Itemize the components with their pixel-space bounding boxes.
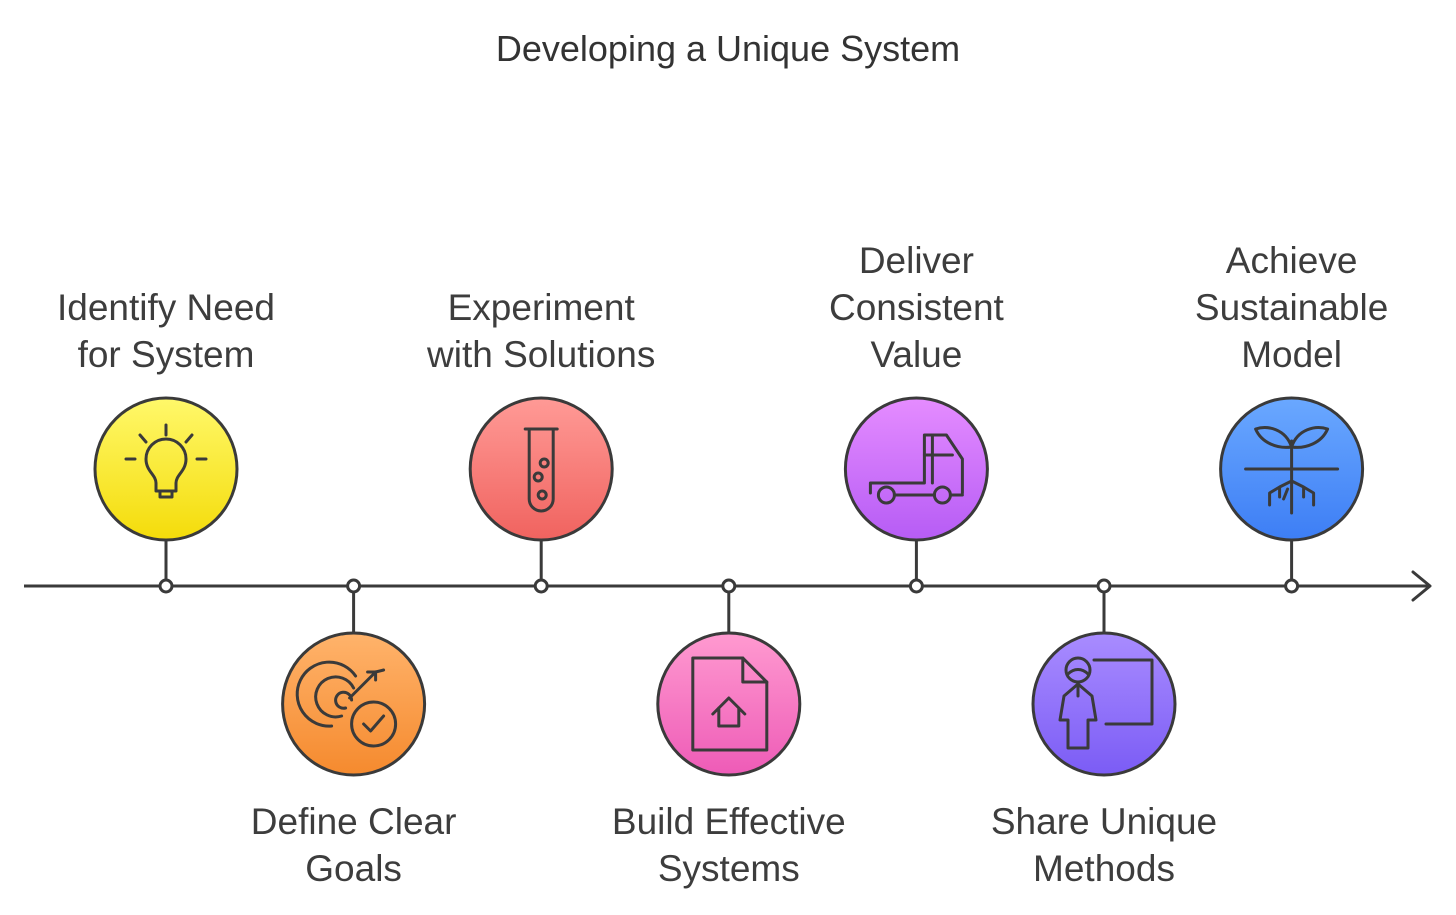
step-circle — [468, 396, 614, 542]
diagram-title: Developing a Unique System — [495, 28, 961, 69]
plant-roots-icon — [1244, 426, 1340, 515]
step-circle — [1031, 631, 1177, 777]
truck-icon — [868, 433, 964, 505]
timeline-node — [1284, 578, 1300, 594]
document-home-icon — [691, 656, 769, 752]
timeline-node — [346, 578, 362, 594]
step-label: Share Unique Methods — [990, 801, 1218, 889]
step-label: Build Effective Systems — [611, 801, 846, 889]
timeline-node — [533, 578, 549, 594]
step-label: Deliver Consistent Value — [828, 240, 1004, 375]
timeline-node — [158, 578, 174, 594]
step-circle — [281, 631, 427, 777]
timeline-node — [721, 578, 737, 594]
timeline-arrowhead — [1411, 570, 1432, 602]
timeline-node — [1096, 578, 1112, 594]
timeline-node — [908, 578, 924, 594]
step-label: Achieve Sustainable Model — [1194, 240, 1389, 375]
step-circle — [656, 631, 802, 777]
test-tube-icon — [523, 427, 559, 513]
step-label: Define Clear Goals — [250, 801, 457, 889]
target-check-icon — [295, 660, 398, 748]
lightbulb-icon — [124, 423, 208, 499]
step-circle — [93, 396, 239, 542]
step-circle — [843, 396, 989, 542]
step-label: Identify Need for System — [56, 287, 276, 375]
step-label: Experiment with Solutions — [427, 287, 656, 375]
presenter-board-icon — [1058, 656, 1154, 750]
